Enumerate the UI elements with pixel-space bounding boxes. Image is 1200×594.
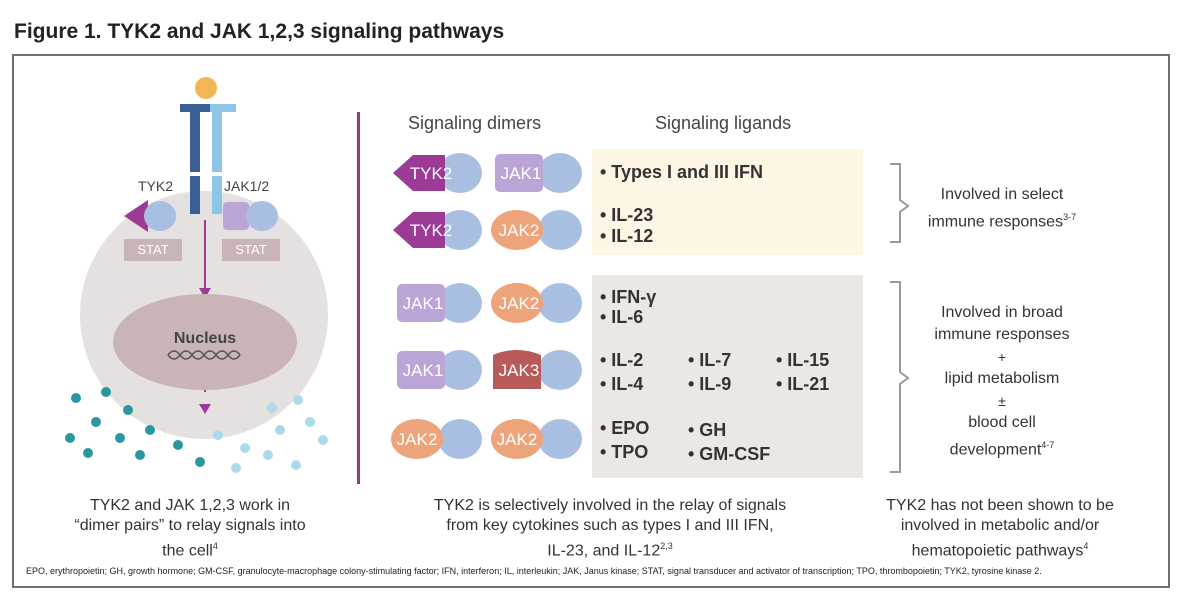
dimer-label: JAK1 [402, 361, 444, 380]
ligand-item: • EPO [600, 418, 650, 438]
jak3-block [493, 350, 541, 389]
middle-caption: TYK2 is selectively involved in the rela… [433, 497, 787, 560]
right-caption: TYK2 has not been shown to be involved i… [886, 497, 1114, 560]
tyk2-shape [124, 200, 148, 232]
ligand-item: • IL-15 [776, 350, 830, 370]
dimer-label: JAK2 [498, 294, 540, 313]
ligand-item: • IL-6 [600, 307, 644, 327]
section-divider [357, 112, 360, 484]
tyk2-partner [144, 201, 176, 231]
ligand-item: • IL-12 [600, 226, 654, 246]
ligand-item: • IL-21 [776, 374, 830, 394]
ligand-item: • GH [688, 420, 727, 440]
ligand-ball [195, 77, 217, 99]
tyk2-block [393, 212, 445, 248]
jak1-block [495, 154, 543, 192]
jak2-block [491, 419, 543, 459]
ligands-header: Signaling ligands [655, 113, 792, 133]
ligand-item: • IL-9 [688, 374, 732, 394]
tyk2-label: TYK2 [138, 178, 174, 194]
bracket-broad [890, 281, 910, 473]
ligand-item: • IL-4 [600, 374, 644, 394]
jak1-block [397, 351, 445, 389]
dimer-label: JAK3 [498, 361, 540, 380]
broad-ligand-panel [592, 275, 863, 478]
arrow-head-2 [199, 404, 211, 414]
receptor-right [212, 104, 222, 214]
dimer-label: JAK2 [498, 221, 540, 240]
jak1-block [397, 284, 445, 322]
dimer-label: TYK2 [409, 164, 453, 183]
nucleus-label: Nucleus [173, 330, 237, 347]
dimer-label: JAK2 [496, 430, 538, 449]
ligand-item: • IL-2 [600, 350, 644, 370]
jak-shape [223, 202, 249, 230]
ligand-item: • GM-CSF [688, 444, 771, 464]
dimers-header: Signaling dimers [408, 113, 542, 133]
figure-title: Figure 1. TYK2 and JAK 1,2,3 signaling p… [14, 20, 505, 43]
select-ligand-panel [592, 149, 863, 255]
arrow-head-1 [199, 288, 211, 298]
dimer-label: JAK2 [396, 430, 438, 449]
ligand-item: • IL-7 [688, 350, 732, 370]
nucleus [113, 294, 297, 390]
dimer-label: JAK1 [402, 294, 444, 313]
left-caption: TYK2 and JAK 1,2,3 work in “dimer pairs”… [74, 497, 306, 560]
ligand-item: • Types I and III IFN [600, 162, 763, 182]
dimer-label: JAK1 [500, 164, 542, 183]
footnote: EPO, erythropoietin; GH, growth hormone;… [26, 566, 1042, 576]
stat-left: STAT [124, 239, 182, 261]
receptor-left [190, 104, 200, 214]
transcript-dots [65, 387, 328, 473]
tyk2-block [393, 155, 445, 191]
dimer-shapes [391, 153, 582, 459]
jak12-label: JAK1/2 [224, 178, 270, 194]
ligand-item: • IFN-γ [600, 287, 657, 307]
figure-frame [12, 54, 1170, 588]
jak2-block [491, 283, 543, 323]
stat-right: STAT [222, 239, 280, 261]
ligand-item: • IL-23 [600, 205, 654, 225]
jak-partner [246, 201, 278, 231]
ligand-item: • TPO [600, 442, 649, 462]
broad-note: Involved in broad immune responses + lip… [934, 304, 1070, 459]
bracket-select [890, 163, 910, 243]
select-note: Involved in select immune responses3-7 [927, 186, 1077, 231]
jak2-block [391, 419, 443, 459]
dimer-label: TYK2 [409, 221, 453, 240]
receptor-illustration [65, 77, 328, 473]
jak2-block [491, 210, 543, 250]
brackets [890, 163, 910, 473]
